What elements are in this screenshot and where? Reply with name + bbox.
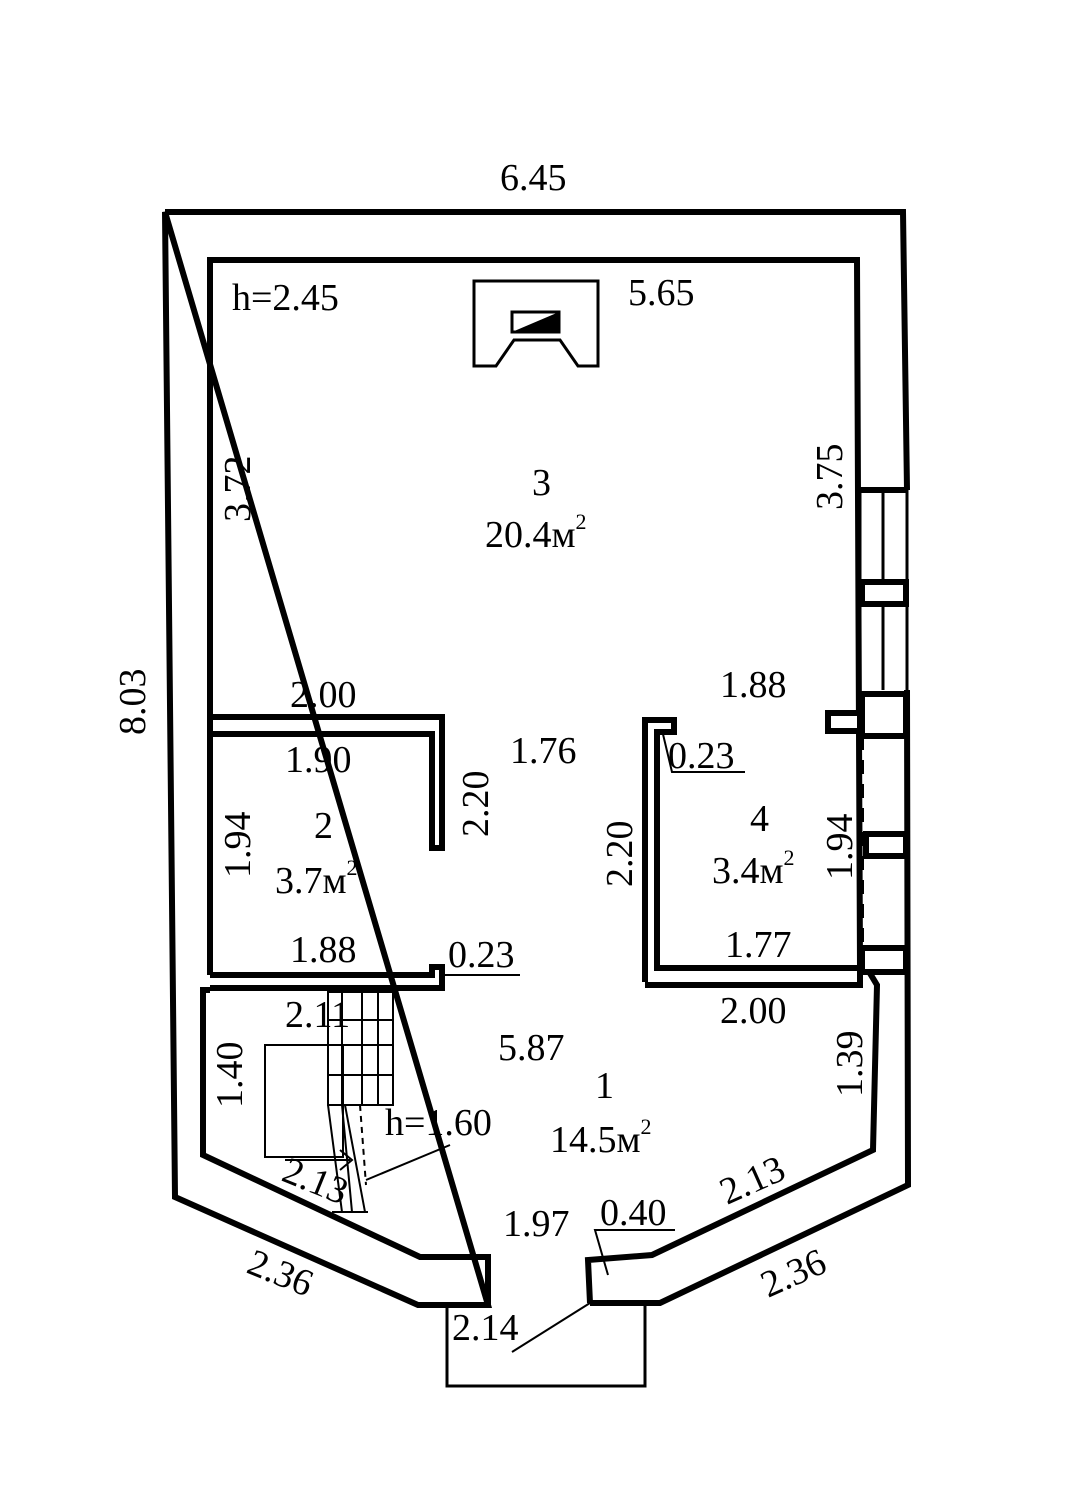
walls [162,209,912,1308]
dim-room1-bottom-right: 2.13 [714,1148,792,1213]
room2-top-wall [210,714,445,851]
dim-room3-right: 3.75 [809,444,851,511]
window-mullion [859,579,909,607]
dim-room2-side: 2.20 [455,771,497,838]
dim-room4-left: 2.20 [599,821,641,888]
dim-room4-top: 1.88 [720,664,787,706]
height-stair: h=1.60 [385,1102,492,1144]
dim-room3-top: 5.65 [628,272,695,314]
fireplace [472,279,600,368]
dim-room3-left: 3.72 [217,456,259,523]
dim-room4-bottom: 1.77 [725,924,792,966]
leader-porch [511,1302,591,1353]
dim-room1-right: 1.39 [829,1031,871,1098]
room4-number: 4 [750,798,769,840]
dim-room1-bottom-left: 2.13 [277,1149,354,1213]
dim-corridor: 1.76 [510,730,577,772]
dim-room2-top-inner: 1.90 [285,739,352,781]
room2-bottom-wall [210,964,445,991]
room4-wall [642,717,863,988]
leader-jamb [593,1229,675,1276]
dim-left-overall: 8.03 [112,669,154,736]
dim-room2-left: 1.94 [217,812,259,879]
dim-room4-jog: 0.23 [668,735,735,777]
leader-room4-jog [661,729,745,773]
staircase [264,991,451,1213]
dim-room2-top-outer: 2.00 [290,674,357,716]
right-wall-stub [863,831,909,859]
right-wall-block [859,691,909,739]
height-upper: h=2.45 [232,277,339,319]
dim-room1-width: 5.87 [498,1027,565,1069]
dim-room2-jog: 0.23 [448,934,515,976]
right-wall-bottom [859,945,909,975]
dim-entrance-jamb: 0.40 [600,1192,667,1234]
room3-number: 3 [532,462,551,504]
dim-outer-left-diag: 2.36 [242,1241,319,1305]
inner-wall-room1 [200,968,881,1305]
porch [445,1302,647,1388]
room2-area: 3.7м2 [275,855,358,902]
vent-stub [825,710,863,734]
room1-number: 1 [595,1065,614,1107]
room2-number: 2 [314,805,333,847]
room1-area: 14.5м2 [550,1114,652,1161]
dim-room1-left: 1.40 [209,1042,251,1109]
dim-room1-top-right: 2.00 [720,990,787,1032]
dim-top-overall: 6.45 [500,157,567,199]
room4-area: 3.4м2 [712,845,795,892]
dim-porch: 2.14 [452,1307,519,1349]
dim-room1-top-left: 2.11 [285,994,350,1036]
dim-entrance-width: 1.97 [503,1203,570,1245]
room3-area: 20.4м2 [485,509,587,556]
dim-room2-bottom: 1.88 [290,929,357,971]
dim-room4-right: 1.94 [819,814,861,881]
